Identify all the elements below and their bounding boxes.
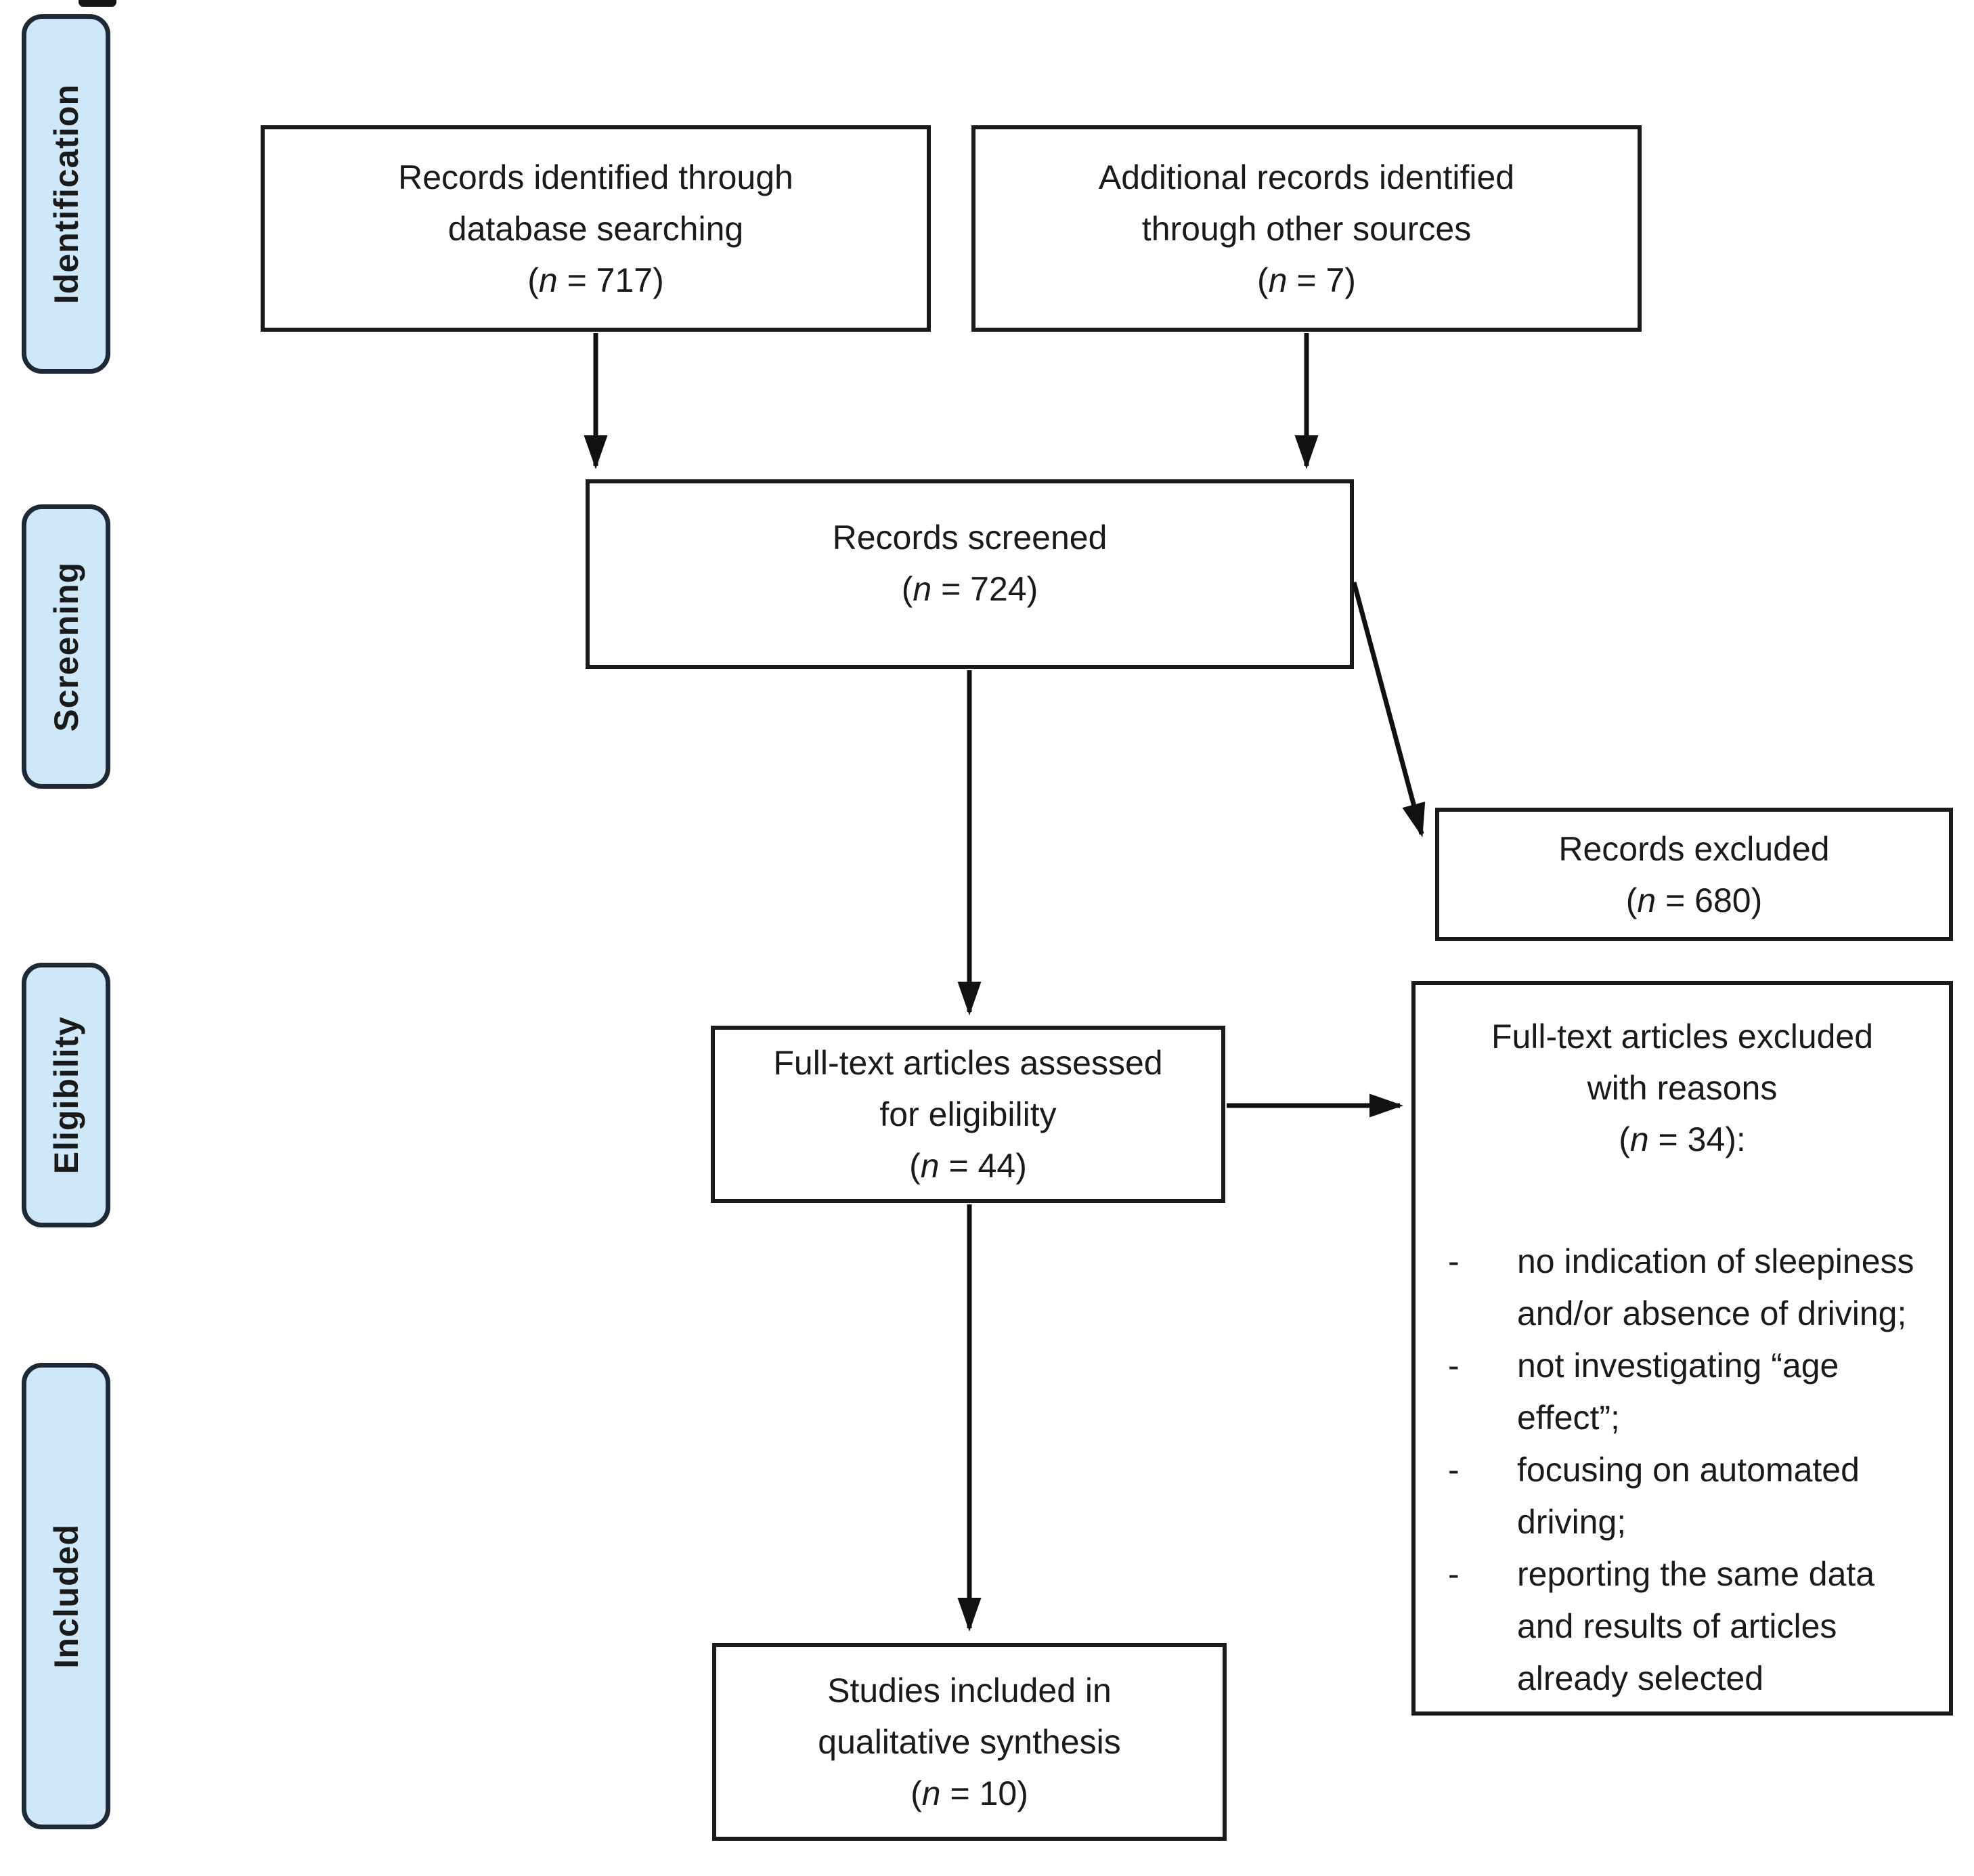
crop-artifact-mark: [79, 0, 116, 7]
stage-label-identification: Identification: [22, 14, 110, 374]
flow-box-records-excluded: Records excluded (n = 680): [1435, 808, 1953, 941]
box-line: for eligibility: [879, 1095, 1057, 1133]
stage-label-screening: Screening: [22, 504, 110, 789]
count-variable: n: [1268, 261, 1288, 299]
bullet-dash: -: [1448, 1242, 1460, 1280]
bullet-dash: -: [1448, 1555, 1460, 1593]
flow-box-records-screened: Records screened (n = 724): [586, 479, 1354, 669]
count-variable: n: [538, 261, 558, 299]
flow-box-studies-included: Studies included in qualitative synthesi…: [712, 1643, 1227, 1841]
bullet-dash: -: [1448, 1451, 1460, 1489]
box-line: Records identified through: [398, 158, 793, 196]
box-line: through other sources: [1141, 209, 1472, 248]
box-line: qualitative synthesis: [818, 1723, 1121, 1761]
box-count-line: (n = 717): [527, 261, 664, 299]
box-line: Records screened: [832, 519, 1107, 557]
exclusion-reason: no indication of sleepiness and/or absen…: [1517, 1242, 1914, 1332]
box-count-line: (n = 44): [909, 1147, 1027, 1185]
list-item: - focusing on automated driving;: [1416, 1444, 1949, 1548]
box-line: Additional records identified: [1098, 158, 1515, 196]
box-count-line: (n = 34):: [1619, 1120, 1746, 1158]
list-item: - no indication of sleepiness and/or abs…: [1416, 1236, 1949, 1340]
stage-label-text: Included: [47, 1523, 85, 1669]
box-count-line: (n = 724): [901, 570, 1038, 608]
box-line: database searching: [447, 209, 744, 248]
flow-box-additional-records: Additional records identified through ot…: [971, 125, 1642, 332]
box-line: Studies included in: [827, 1672, 1112, 1709]
box-count-line: (n = 7): [1257, 261, 1356, 299]
list-item: - not investigating “age effect”;: [1416, 1340, 1949, 1444]
count-variable: n: [921, 1774, 941, 1812]
box-line: with reasons: [1587, 1069, 1778, 1107]
box-line: Full-text articles assessed: [773, 1044, 1163, 1082]
stage-label-eligibility: Eligibility: [22, 963, 110, 1227]
stage-label-text: Identification: [47, 83, 85, 305]
count-variable: n: [913, 570, 932, 608]
stage-label-text: Screening: [47, 561, 85, 732]
flow-box-records-identified: Records identified through database sear…: [261, 125, 931, 332]
exclusion-reason-list: - no indication of sleepiness and/or abs…: [1416, 1236, 1949, 1705]
flow-box-fulltext-assessed: Full-text articles assessed for eligibil…: [711, 1026, 1225, 1203]
box-count-line: (n = 680): [1625, 881, 1763, 919]
bullet-dash: -: [1448, 1347, 1460, 1384]
count-variable: n: [1637, 881, 1657, 919]
exclusion-reason: reporting the same data and results of a…: [1517, 1555, 1875, 1697]
exclusion-reason: not investigating “age effect”;: [1517, 1347, 1839, 1437]
exclusion-reason: focusing on automated driving;: [1517, 1451, 1860, 1541]
stage-label-text: Eligibility: [47, 1016, 85, 1175]
list-item: - reporting the same data and results of…: [1416, 1548, 1949, 1705]
box-count-line: (n = 10): [911, 1774, 1028, 1812]
count-variable: n: [1629, 1120, 1649, 1158]
box-line: Records excluded: [1558, 829, 1830, 868]
stage-label-included: Included: [22, 1363, 110, 1829]
box-line: Full-text articles excluded: [1491, 1018, 1874, 1055]
arrow-screened-to-excluded: [1351, 582, 1426, 837]
count-variable: n: [920, 1147, 940, 1185]
flow-box-fulltext-excluded-reasons: Full-text articles excluded with reasons…: [1411, 981, 1953, 1716]
